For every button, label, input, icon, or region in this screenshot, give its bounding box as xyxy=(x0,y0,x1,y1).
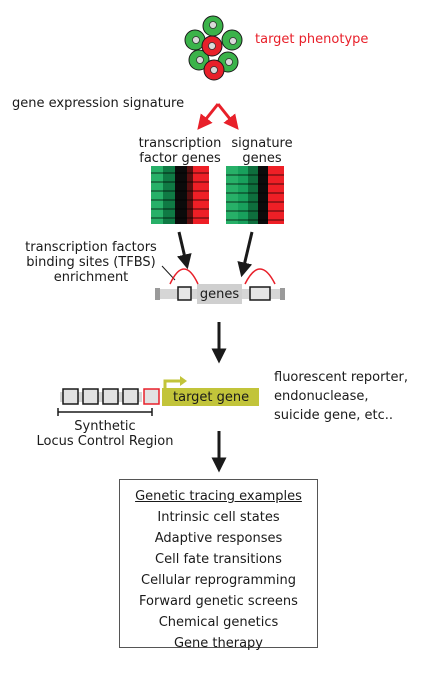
cell-cluster-icon xyxy=(184,15,243,81)
tf-genes-label: transcription factor genes xyxy=(130,136,230,166)
sig-genes-line-1: signature xyxy=(231,136,293,151)
tfbs-line-2: binding sites (TFBS) xyxy=(26,255,156,270)
reporter-line-2: endonuclease, xyxy=(274,389,369,404)
gene-expression-signature-label: gene expression signature xyxy=(12,96,185,111)
sig-genes-line-2: genes xyxy=(242,151,282,166)
target-phenotype-label: target phenotype xyxy=(255,32,369,47)
tfbs-label: transcription factors binding sites (TFB… xyxy=(16,240,166,285)
examples-box: Genetic tracing examples Intrinsic cell … xyxy=(119,479,318,651)
lcr-line-1: Synthetic xyxy=(74,419,136,434)
tfbs-peak-left xyxy=(169,268,199,285)
tf-genes-line-2: factor genes xyxy=(139,151,221,166)
lcr-line-2: Locus Control Region xyxy=(36,434,174,449)
tfbs-line-3: enrichment xyxy=(53,270,129,285)
example-item: Cell fate transitions xyxy=(155,552,282,567)
reporter-label: fluorescent reporter, endonuclease, suic… xyxy=(274,368,408,425)
arrow-tf-to-locus xyxy=(176,231,192,270)
heatmap-tf-genes xyxy=(151,166,209,224)
example-item: Forward genetic screens xyxy=(139,594,298,609)
lcr-label: Synthetic Locus Control Region xyxy=(20,419,190,449)
tfbs-peak-right xyxy=(244,268,276,285)
example-item: Adaptive responses xyxy=(154,531,283,546)
genomic-locus xyxy=(155,268,285,304)
target-gene-label: target gene xyxy=(173,390,250,405)
arrow-sig-to-locus xyxy=(237,231,254,278)
lcr-construct xyxy=(60,376,259,406)
target-gene-box xyxy=(162,388,259,406)
example-item: Intrinsic cell states xyxy=(157,510,280,525)
example-item: Gene therapy xyxy=(173,636,264,651)
promoter-icon xyxy=(163,379,180,397)
example-item: Chemical genetics xyxy=(158,615,279,630)
branch-arrows xyxy=(197,103,239,130)
reporter-line-3: suicide gene, etc.. xyxy=(274,408,394,423)
tf-genes-line-1: transcription xyxy=(138,136,222,151)
example-item: Cellular reprogramming xyxy=(141,573,296,588)
reporter-line-1: fluorescent reporter, xyxy=(274,370,409,385)
tfbs-line-1: transcription factors xyxy=(25,240,157,255)
genes-label: genes xyxy=(199,287,240,302)
examples-title: Genetic tracing examples xyxy=(135,489,302,504)
sig-genes-label: signature genes xyxy=(230,136,294,166)
heatmap-signature-genes xyxy=(226,166,284,224)
lcr-bracket xyxy=(57,408,153,416)
